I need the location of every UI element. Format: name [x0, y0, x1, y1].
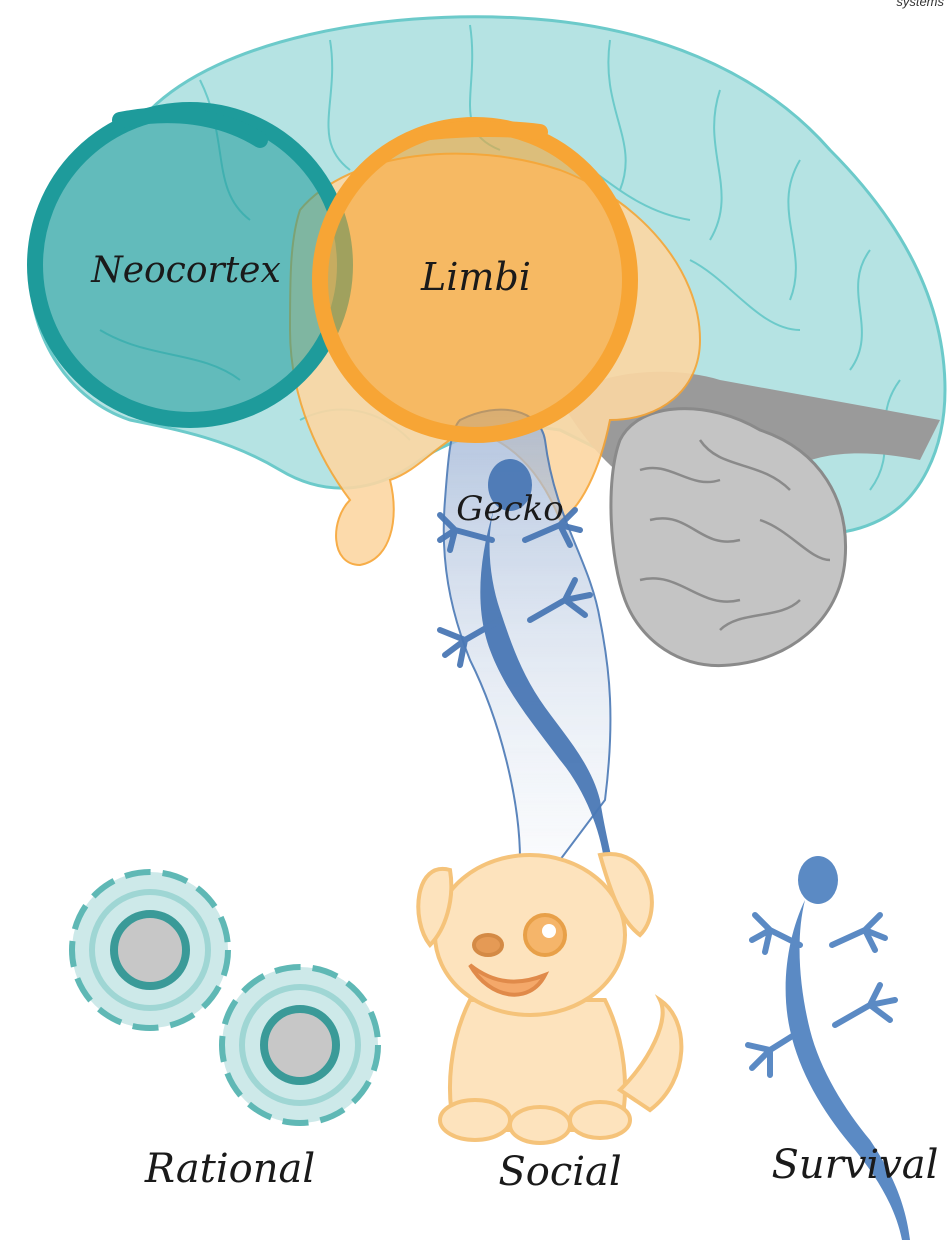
gear-icon	[222, 967, 378, 1123]
gear-icon	[72, 872, 228, 1028]
caption-rational: Rational	[144, 1146, 315, 1192]
neocortex-label: Neocortex	[90, 250, 281, 291]
limbic-label: Limbi	[420, 255, 531, 299]
gecko-label: Gecko	[456, 489, 563, 529]
caption-social: Social	[498, 1149, 621, 1195]
puppy-icon	[418, 854, 681, 1143]
caption-survival: Survival	[772, 1142, 939, 1188]
